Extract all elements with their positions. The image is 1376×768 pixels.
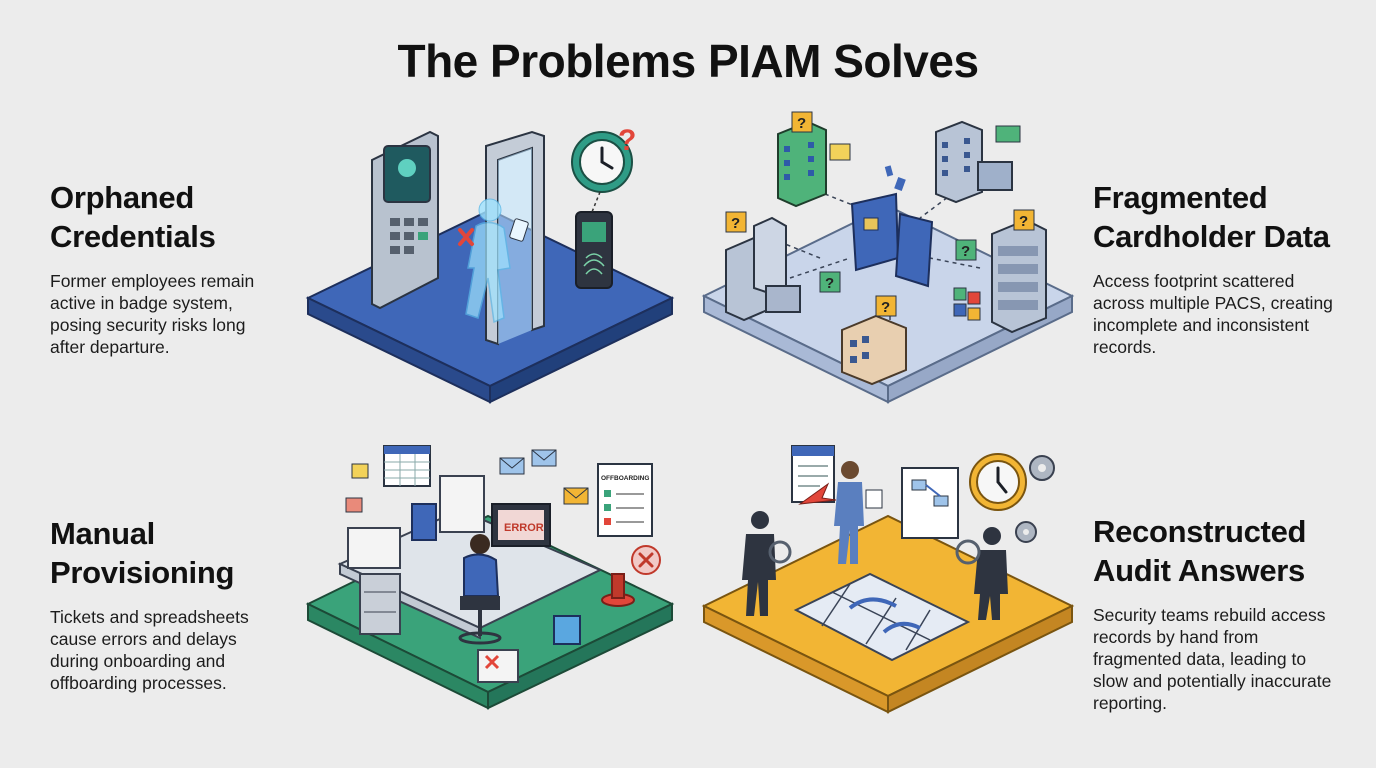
computer-monitor: ERROR [491, 503, 551, 547]
stamp-icon [601, 573, 635, 607]
problem-description: Security teams rebuild access records by… [1093, 605, 1332, 713]
fingerprint-icon [583, 253, 605, 275]
svg-text:?: ? [797, 115, 806, 132]
question-bubble-icon: ? [725, 211, 747, 233]
flowchart-document-icon [901, 467, 959, 539]
user-avatar-icon [398, 159, 416, 177]
magnifier-icon [955, 539, 981, 565]
report-document-icon [791, 445, 835, 503]
question-bubble-icon: ? [875, 295, 897, 317]
heading-line-2: Credentials [50, 219, 216, 254]
badge-card-icon [509, 218, 529, 242]
svg-text:?: ? [961, 243, 970, 260]
gear-icon [1015, 521, 1037, 543]
svg-text:?: ? [731, 215, 740, 232]
paper-stacks [347, 475, 485, 569]
puzzle-pieces [793, 572, 971, 662]
badge-kiosk [371, 130, 439, 310]
svg-text:?: ? [1019, 213, 1028, 230]
chat-bubble-icon [995, 125, 1021, 143]
manual-provisioning-illustration: ERROR OFFBOARDING [305, 445, 675, 710]
grid-tiles [953, 287, 981, 321]
email-icon [531, 449, 557, 467]
building-icon [935, 120, 1013, 204]
investigator-person-icon [955, 527, 1008, 620]
x-mark-icon [458, 228, 474, 246]
chip-icon [863, 217, 879, 231]
arrow-icon [848, 597, 897, 610]
fragmented-data-illustration: ? ? ? ? ? ? [701, 111, 1075, 404]
rejected-paper-stack [477, 649, 519, 683]
building-icon [841, 314, 907, 386]
arrow-icon [882, 621, 921, 634]
page-title: The Problems PIAM Solves [397, 35, 979, 87]
building-icon [725, 216, 801, 322]
heading-line-2: Cardholder Data [1093, 219, 1330, 254]
worker-person-icon [458, 534, 502, 645]
clipboard-icon [865, 489, 883, 509]
red-arrow-icon [798, 482, 837, 505]
question-mark-icon: ? [618, 124, 636, 157]
heading-line-1: Fragmented [1093, 180, 1268, 215]
svg-text:?: ? [825, 275, 834, 292]
problem-description: Access footprint scattered across multip… [1093, 271, 1333, 357]
spreadsheet-icon [383, 445, 431, 487]
checklist-title: OFFBOARDING [601, 475, 649, 482]
heading-line-1: Orphaned [50, 180, 195, 215]
problem-description: Tickets and spreadsheets cause errors an… [50, 607, 249, 693]
gear-icon [1029, 455, 1055, 481]
problem-description: Former employees remain active in badge … [50, 271, 255, 357]
email-icon [563, 487, 589, 505]
investigator-person-icon [742, 511, 792, 616]
drawer-cabinet [359, 573, 401, 635]
chat-bubble-icon [829, 143, 851, 161]
question-bubble-icon: ? [1013, 209, 1035, 231]
heading-line-1: Manual [50, 516, 155, 551]
server-rack-icon [991, 218, 1047, 334]
error-x-icon [631, 545, 661, 575]
question-bubble-icon: ? [819, 271, 841, 293]
question-bubble-icon: ? [955, 239, 977, 261]
monitor-error-text: ERROR [504, 522, 544, 534]
investigator-person-icon [834, 461, 883, 564]
heading-line-2: Audit Answers [1093, 553, 1305, 588]
card-reader [575, 211, 613, 289]
binder-icon [411, 503, 437, 541]
magnifier-icon [768, 540, 792, 564]
heading-line-1: Reconstructed [1093, 514, 1307, 549]
ghost-employee-icon [458, 198, 529, 324]
heading-line-2: Provisioning [50, 555, 235, 590]
email-icon [499, 457, 525, 475]
svg-text:?: ? [881, 299, 890, 316]
clock-icon [969, 453, 1027, 511]
clock-icon [571, 131, 633, 213]
audit-answers-illustration [701, 445, 1075, 714]
trash-bin-icon [553, 615, 581, 645]
building-icon [777, 120, 827, 208]
sticky-note-icon [345, 497, 363, 513]
question-bubble-icon: ? [791, 111, 813, 133]
sticky-note-icon [351, 463, 369, 479]
broken-badge-card [850, 165, 934, 288]
orphaned-credentials-illustration: ? [305, 124, 675, 404]
offboarding-checklist: OFFBOARDING [597, 463, 653, 537]
